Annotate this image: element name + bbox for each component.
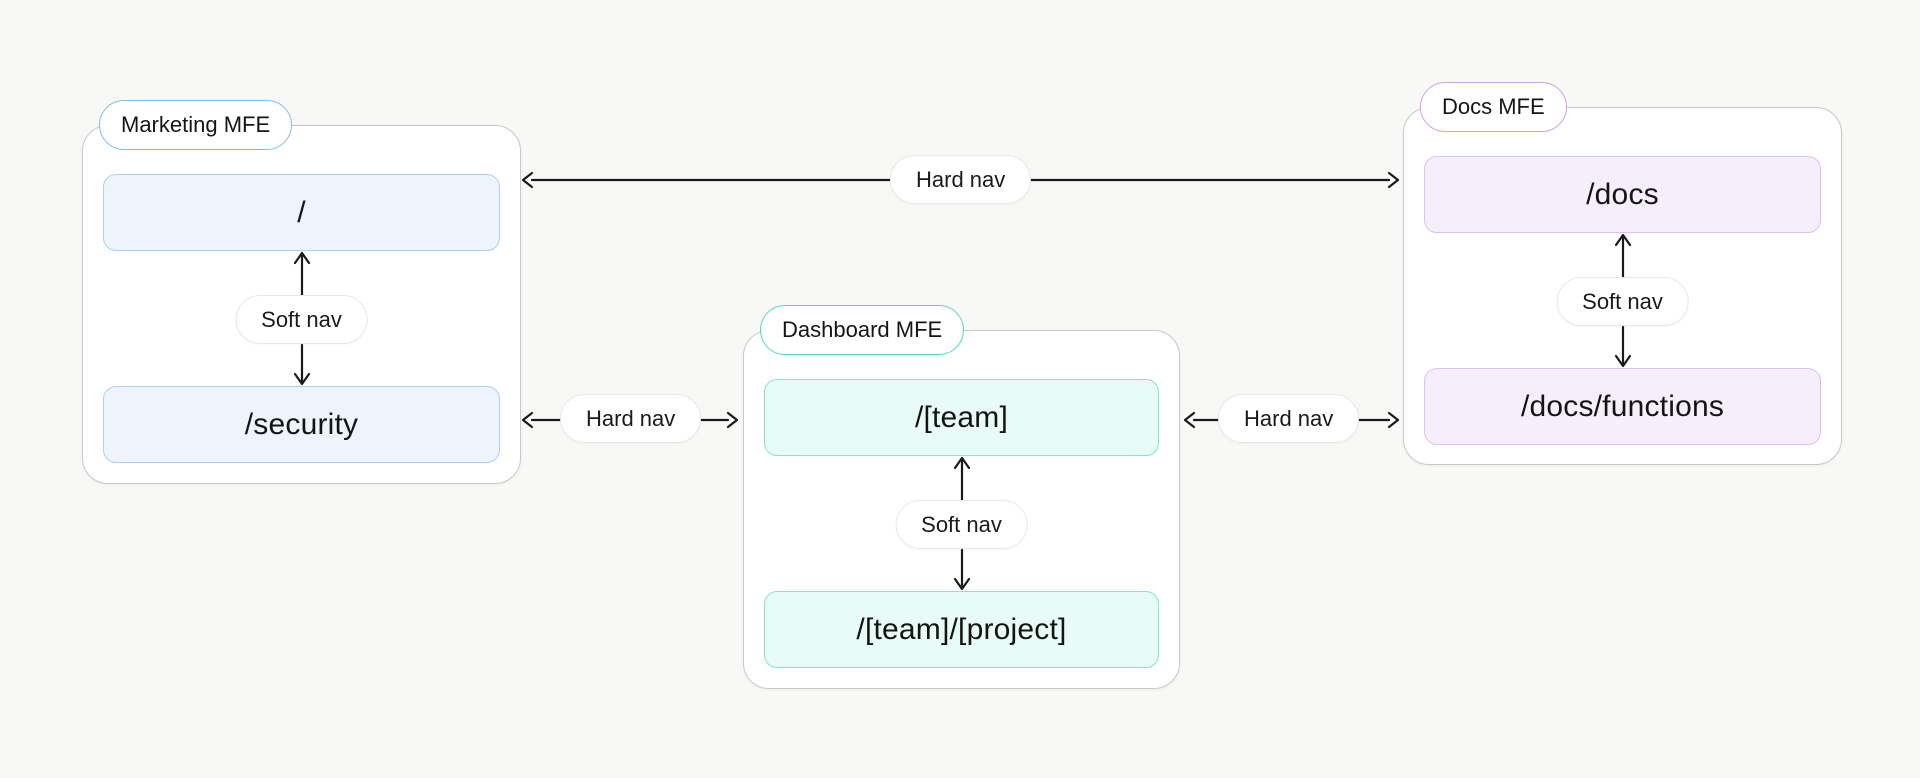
soft-nav-arrow-down (953, 548, 970, 591)
soft-nav-arrow-up (953, 456, 970, 502)
soft-nav-pill: Soft nav (895, 500, 1028, 549)
hard-nav-pill-marketing-docs: Hard nav (890, 155, 1032, 204)
mfe-label-marketing: Marketing MFE (99, 100, 293, 150)
soft-nav-arrow-up (293, 251, 310, 297)
mfe-card-dashboard: Dashboard MFE /[team] Soft nav /[team]/[… (743, 305, 1180, 689)
mfe-card-docs: Docs MFE /docs Soft nav /docs/functions (1403, 82, 1842, 465)
soft-nav-arrow-down (1614, 325, 1631, 368)
soft-nav-arrow-down (293, 343, 310, 386)
soft-nav-pill: Soft nav (1556, 277, 1689, 326)
mfe-card-marketing: Marketing MFE / Soft nav /security (82, 100, 521, 484)
route-node-docs-functions: /docs/functions (1424, 368, 1821, 445)
route-node-security: /security (103, 386, 500, 463)
soft-nav-arrow-up (1614, 233, 1631, 279)
route-node-docs: /docs (1424, 156, 1821, 233)
mfe-label-docs: Docs MFE (1420, 82, 1567, 132)
hard-nav-pill-marketing-dashboard: Hard nav (560, 394, 702, 443)
route-node-team-project: /[team]/[project] (764, 591, 1159, 668)
soft-nav-pill: Soft nav (235, 295, 368, 344)
route-node-team: /[team] (764, 379, 1159, 456)
hard-nav-pill-dashboard-docs: Hard nav (1218, 394, 1360, 443)
mfe-label-dashboard: Dashboard MFE (760, 305, 965, 355)
route-node-root: / (103, 174, 500, 251)
